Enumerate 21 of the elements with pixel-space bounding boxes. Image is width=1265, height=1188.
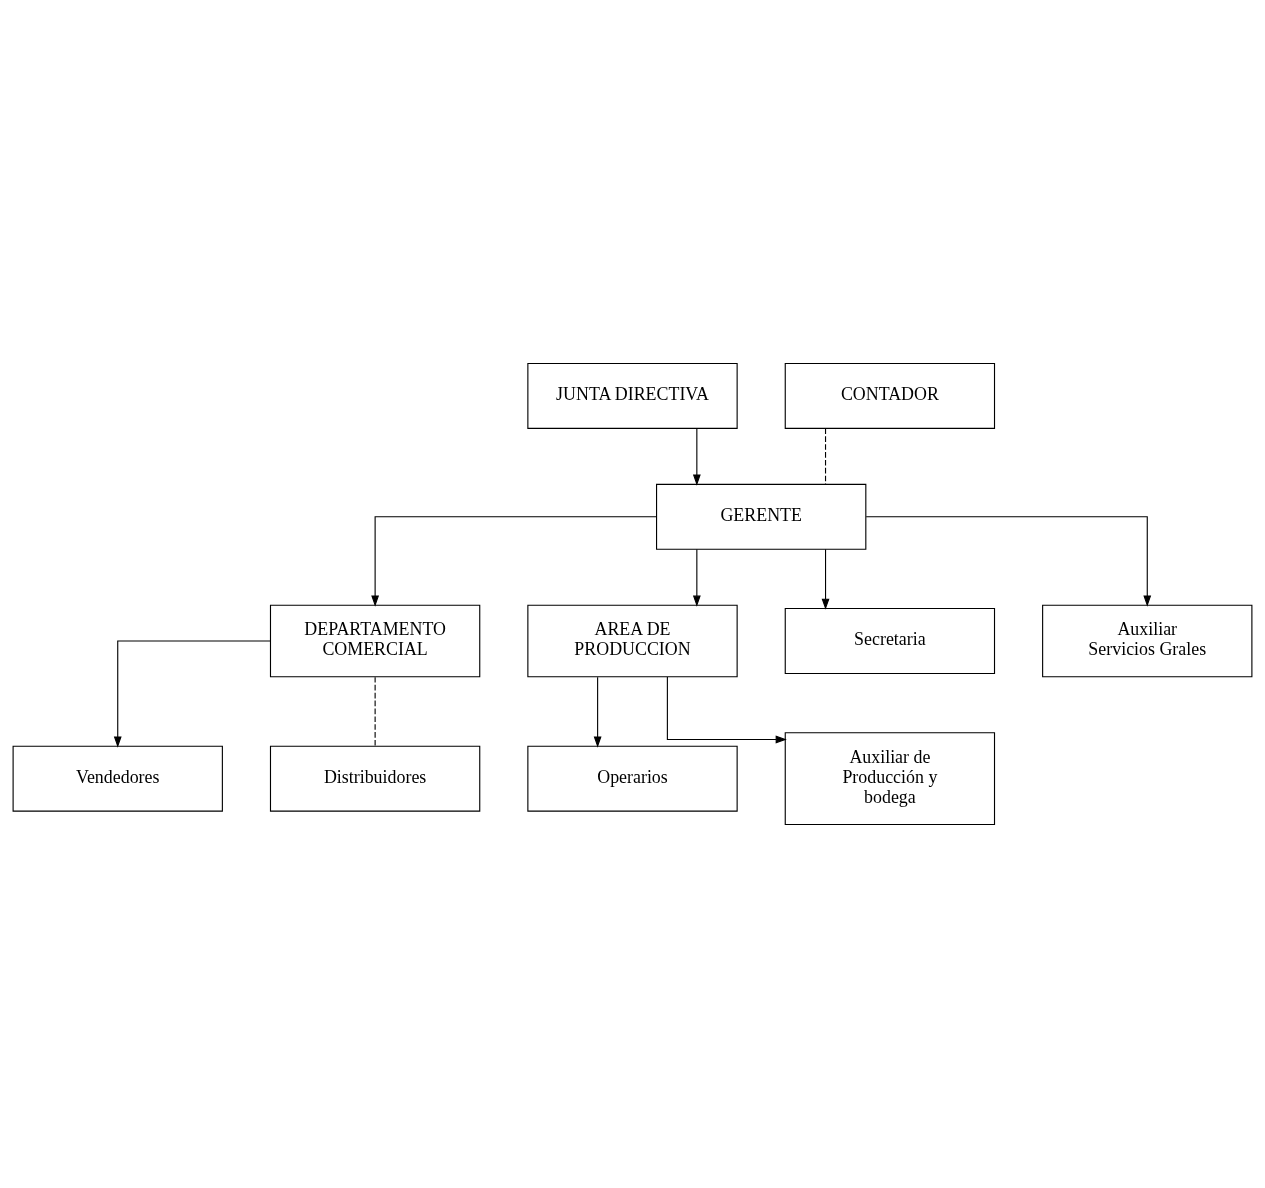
arrow bbox=[666, 676, 787, 744]
node-box: Distribuidores bbox=[269, 745, 481, 812]
arrow bbox=[821, 548, 830, 610]
node-box: Auxiliar de Producción y bodega bbox=[784, 732, 996, 826]
arrow bbox=[865, 516, 1152, 607]
node-box: GERENTE bbox=[656, 483, 867, 550]
node-box: Secretaria bbox=[784, 608, 996, 674]
node-box: Auxiliar Servicios Grales bbox=[1042, 604, 1253, 678]
arrow bbox=[371, 516, 657, 607]
connector bbox=[825, 428, 827, 485]
connector bbox=[374, 676, 376, 747]
node-box: CONTADOR bbox=[784, 362, 996, 429]
arrow bbox=[113, 640, 271, 748]
arrow bbox=[593, 676, 602, 748]
node-box: AREA DE PRODUCCION bbox=[527, 604, 738, 678]
arrow bbox=[692, 548, 701, 607]
arrow bbox=[692, 428, 701, 486]
node-box: JUNTA DIRECTIVA bbox=[527, 362, 738, 429]
node-box: DEPARTAMENTO COMERCIAL bbox=[269, 604, 481, 678]
node-box: Operarios bbox=[527, 745, 738, 812]
node-box: Vendedores bbox=[12, 745, 223, 812]
